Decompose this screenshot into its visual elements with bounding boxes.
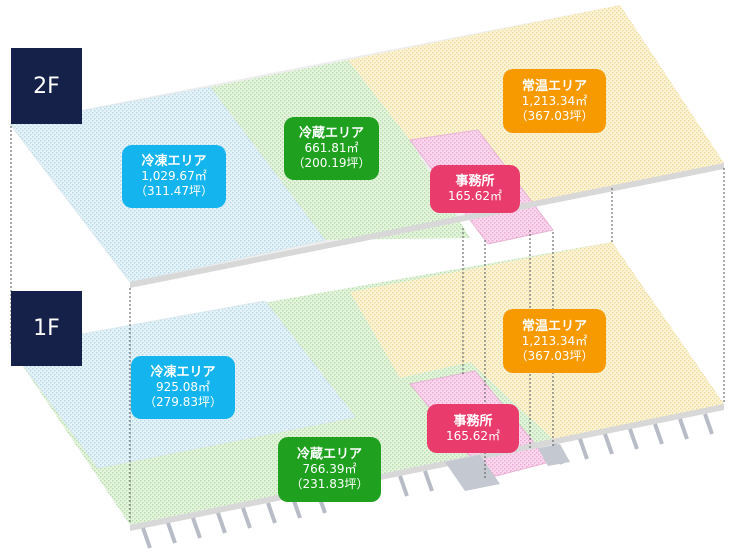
floor-2f-ambient-label: 常温エリア 1,213.34㎡ （367.03坪） (503, 69, 606, 133)
floor-2f-office-label: 事務所 165.62㎡ (430, 165, 520, 213)
floor-1f-chilled-area-tsubo: （231.83坪） (290, 477, 369, 491)
floor-1f-frozen-label: 冷凍エリア 925.08㎡ （279.83坪） (131, 356, 235, 419)
floor-1f-office-name: 事務所 (453, 413, 493, 429)
floor-2f-frozen-area-m2: 1,029.67㎡ (141, 169, 207, 183)
floor-guide-lines (10, 126, 725, 522)
floor-1f-ambient-area-tsubo: （367.03坪） (515, 348, 594, 363)
floor-1f-ambient-area-m2: 1,213.34㎡ (521, 333, 588, 348)
floor-2f-frozen-area-tsubo: （311.47坪） (135, 184, 213, 198)
floor-1f-dock-doors (141, 413, 714, 549)
floor-1f-loading-ramp (445, 455, 500, 491)
floor-1f-slab-edge (130, 404, 724, 531)
floor-1f-office-label: 事務所 165.62㎡ (427, 404, 519, 453)
floor-2f-office-name: 事務所 (455, 174, 495, 189)
floor-2f-frozen-name: 冷凍エリア (141, 154, 207, 169)
floor-1f-chilled-name: 冷蔵エリア (296, 447, 362, 462)
floor-1f-frozen-area-m2: 925.08㎡ (156, 380, 210, 394)
floor-2f-ambient-name: 常温エリア (521, 78, 587, 94)
floor-2f-ambient-area-tsubo: （367.03坪） (515, 108, 594, 123)
floor-1f-loading-ramp-2 (538, 444, 570, 466)
floor-2f-ambient-area-m2: 1,213.34㎡ (521, 93, 588, 108)
floor-1f-ambient-name: 常温エリア (521, 318, 587, 334)
floor-1f-badge: 1F (11, 291, 82, 366)
floor-1f-chilled-area-m2: 766.39㎡ (302, 462, 357, 476)
floor-1f-frozen-name: 冷凍エリア (150, 365, 216, 380)
floor-2f-frozen-label: 冷凍エリア 1,029.67㎡ （311.47坪） (122, 145, 226, 208)
floor-2f-chilled-area-tsubo: （200.19坪） (292, 156, 371, 170)
floor-1f-chilled-label: 冷蔵エリア 766.39㎡ （231.83坪） (278, 437, 381, 502)
floor-2f-chilled-area-m2: 661.81㎡ (304, 141, 359, 155)
floor-2f-badge: 2F (11, 48, 82, 124)
floor-2f-chilled-label: 冷蔵エリア 661.81㎡ （200.19坪） (284, 117, 379, 180)
floor-1f-frozen-area-tsubo: （279.83坪） (144, 395, 222, 409)
floor-2f-chilled-name: 冷蔵エリア (298, 126, 364, 141)
floor-1f-office-area-m2: 165.62㎡ (446, 428, 500, 443)
floor-1f-plan (9, 242, 724, 549)
floor-1f-ambient-label: 常温エリア 1,213.34㎡ （367.03坪） (503, 309, 606, 373)
floor-2f-slab-edge (130, 163, 724, 288)
floor-2f-office-area-m2: 165.62㎡ (448, 189, 502, 203)
